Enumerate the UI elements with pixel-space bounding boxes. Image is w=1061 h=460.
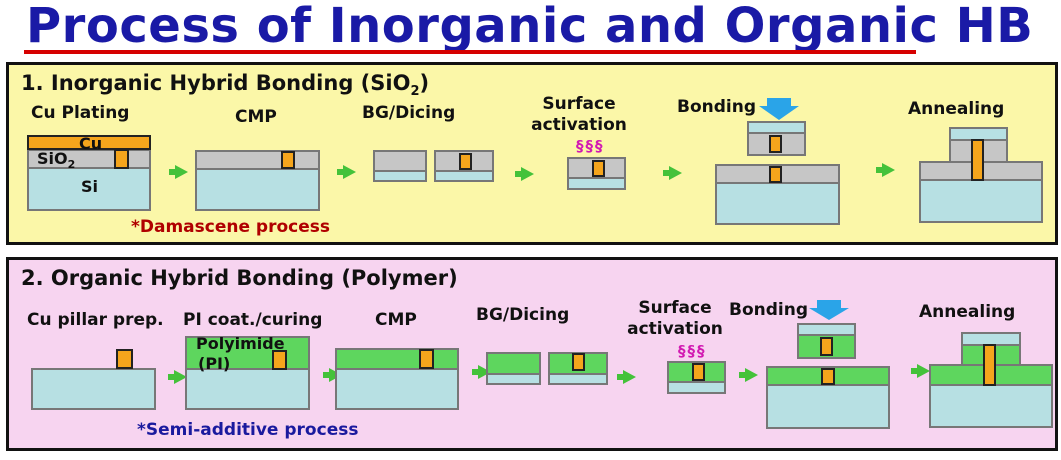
step-label-cu-pillar: Cu pillar prep. bbox=[27, 310, 164, 330]
sio2-label: SiO2 bbox=[37, 149, 76, 172]
polyimide-label: Polyimide bbox=[196, 334, 285, 353]
sio2-layer bbox=[195, 150, 320, 170]
flow-arrow bbox=[876, 163, 895, 177]
step-label-annealing: Annealing bbox=[908, 99, 1005, 119]
flow-arrow bbox=[617, 370, 636, 384]
si-die bbox=[667, 381, 726, 394]
step-label-bg-dicing: BG/Dicing bbox=[476, 305, 570, 325]
flow-arrow bbox=[169, 165, 188, 179]
pi-label: (PI) bbox=[198, 354, 231, 373]
cu-pad bbox=[281, 151, 295, 169]
inorganic-panel: 1. Inorganic Hybrid Bonding (SiO2) Cu Pl… bbox=[6, 62, 1058, 245]
si-substrate bbox=[715, 182, 840, 225]
cu-pad bbox=[769, 166, 782, 183]
cu-pad bbox=[769, 135, 782, 153]
merged-cu-pillar bbox=[983, 344, 996, 386]
cu-pad bbox=[592, 160, 605, 177]
si-substrate bbox=[919, 179, 1043, 223]
cu-plating-layer bbox=[27, 135, 151, 150]
cu-pillar bbox=[419, 349, 434, 369]
organic-panel: 2. Organic Hybrid Bonding (Polymer) Cu p… bbox=[6, 257, 1058, 451]
inorganic-heading: 1. Inorganic Hybrid Bonding (SiO2) bbox=[21, 71, 430, 100]
si-die bbox=[548, 373, 608, 385]
press-arrow-icon bbox=[759, 98, 799, 120]
polyimide-layer bbox=[335, 348, 459, 370]
step-label-surface-activation: Surface activation bbox=[627, 298, 723, 339]
cu-pillar bbox=[820, 337, 833, 356]
step-label-bonding: Bonding bbox=[729, 300, 809, 320]
si-die bbox=[567, 177, 626, 190]
cu-pad bbox=[459, 153, 472, 170]
flow-arrow bbox=[168, 370, 187, 384]
cu-pad bbox=[114, 149, 129, 169]
flow-arrow bbox=[911, 364, 930, 378]
polyimide-die bbox=[486, 352, 541, 375]
cu-label: Cu bbox=[79, 134, 103, 153]
merged-cu-via bbox=[971, 139, 984, 181]
step-label-bonding: Bonding bbox=[677, 97, 757, 117]
si-substrate bbox=[929, 384, 1053, 428]
step-label-pi-coat: PI coat./curing bbox=[183, 310, 323, 330]
plasma-activation-icon: §§§ bbox=[576, 137, 605, 155]
si-label: Si bbox=[81, 177, 99, 196]
si-substrate bbox=[335, 368, 459, 410]
step-label-cmp: CMP bbox=[375, 310, 417, 330]
si-substrate bbox=[185, 368, 310, 410]
step-label-cmp: CMP bbox=[235, 107, 277, 127]
sio2-die bbox=[373, 150, 427, 172]
page-title: Process of Inorganic and Organic HB bbox=[26, 0, 1034, 54]
cu-pillar bbox=[572, 353, 585, 371]
step-label-bg-dicing: BG/Dicing bbox=[362, 103, 456, 123]
step-label-surface-activation: Surface activation bbox=[531, 94, 627, 135]
flow-arrow bbox=[337, 165, 356, 179]
cu-pillar bbox=[821, 368, 835, 385]
flow-arrow bbox=[739, 368, 758, 382]
organic-heading: 2. Organic Hybrid Bonding (Polymer) bbox=[21, 266, 458, 290]
plasma-activation-icon: §§§ bbox=[678, 342, 707, 360]
press-arrow-icon bbox=[809, 300, 849, 320]
step-label-annealing: Annealing bbox=[919, 302, 1016, 322]
si-substrate bbox=[31, 368, 156, 410]
si-substrate bbox=[766, 384, 890, 429]
title-underline bbox=[24, 50, 916, 54]
si-die bbox=[434, 170, 494, 182]
flow-arrow bbox=[515, 167, 534, 181]
semi-additive-note: *Semi-additive process bbox=[137, 420, 359, 440]
si-die bbox=[486, 373, 541, 385]
si-substrate bbox=[195, 168, 320, 211]
damascene-note: *Damascene process bbox=[131, 217, 331, 237]
cu-pillar bbox=[692, 363, 705, 381]
step-label-cu-plating: Cu Plating bbox=[31, 103, 130, 123]
flow-arrow bbox=[663, 166, 682, 180]
cu-pillar bbox=[272, 350, 287, 370]
si-die bbox=[373, 170, 427, 182]
cu-pillar bbox=[116, 349, 133, 369]
